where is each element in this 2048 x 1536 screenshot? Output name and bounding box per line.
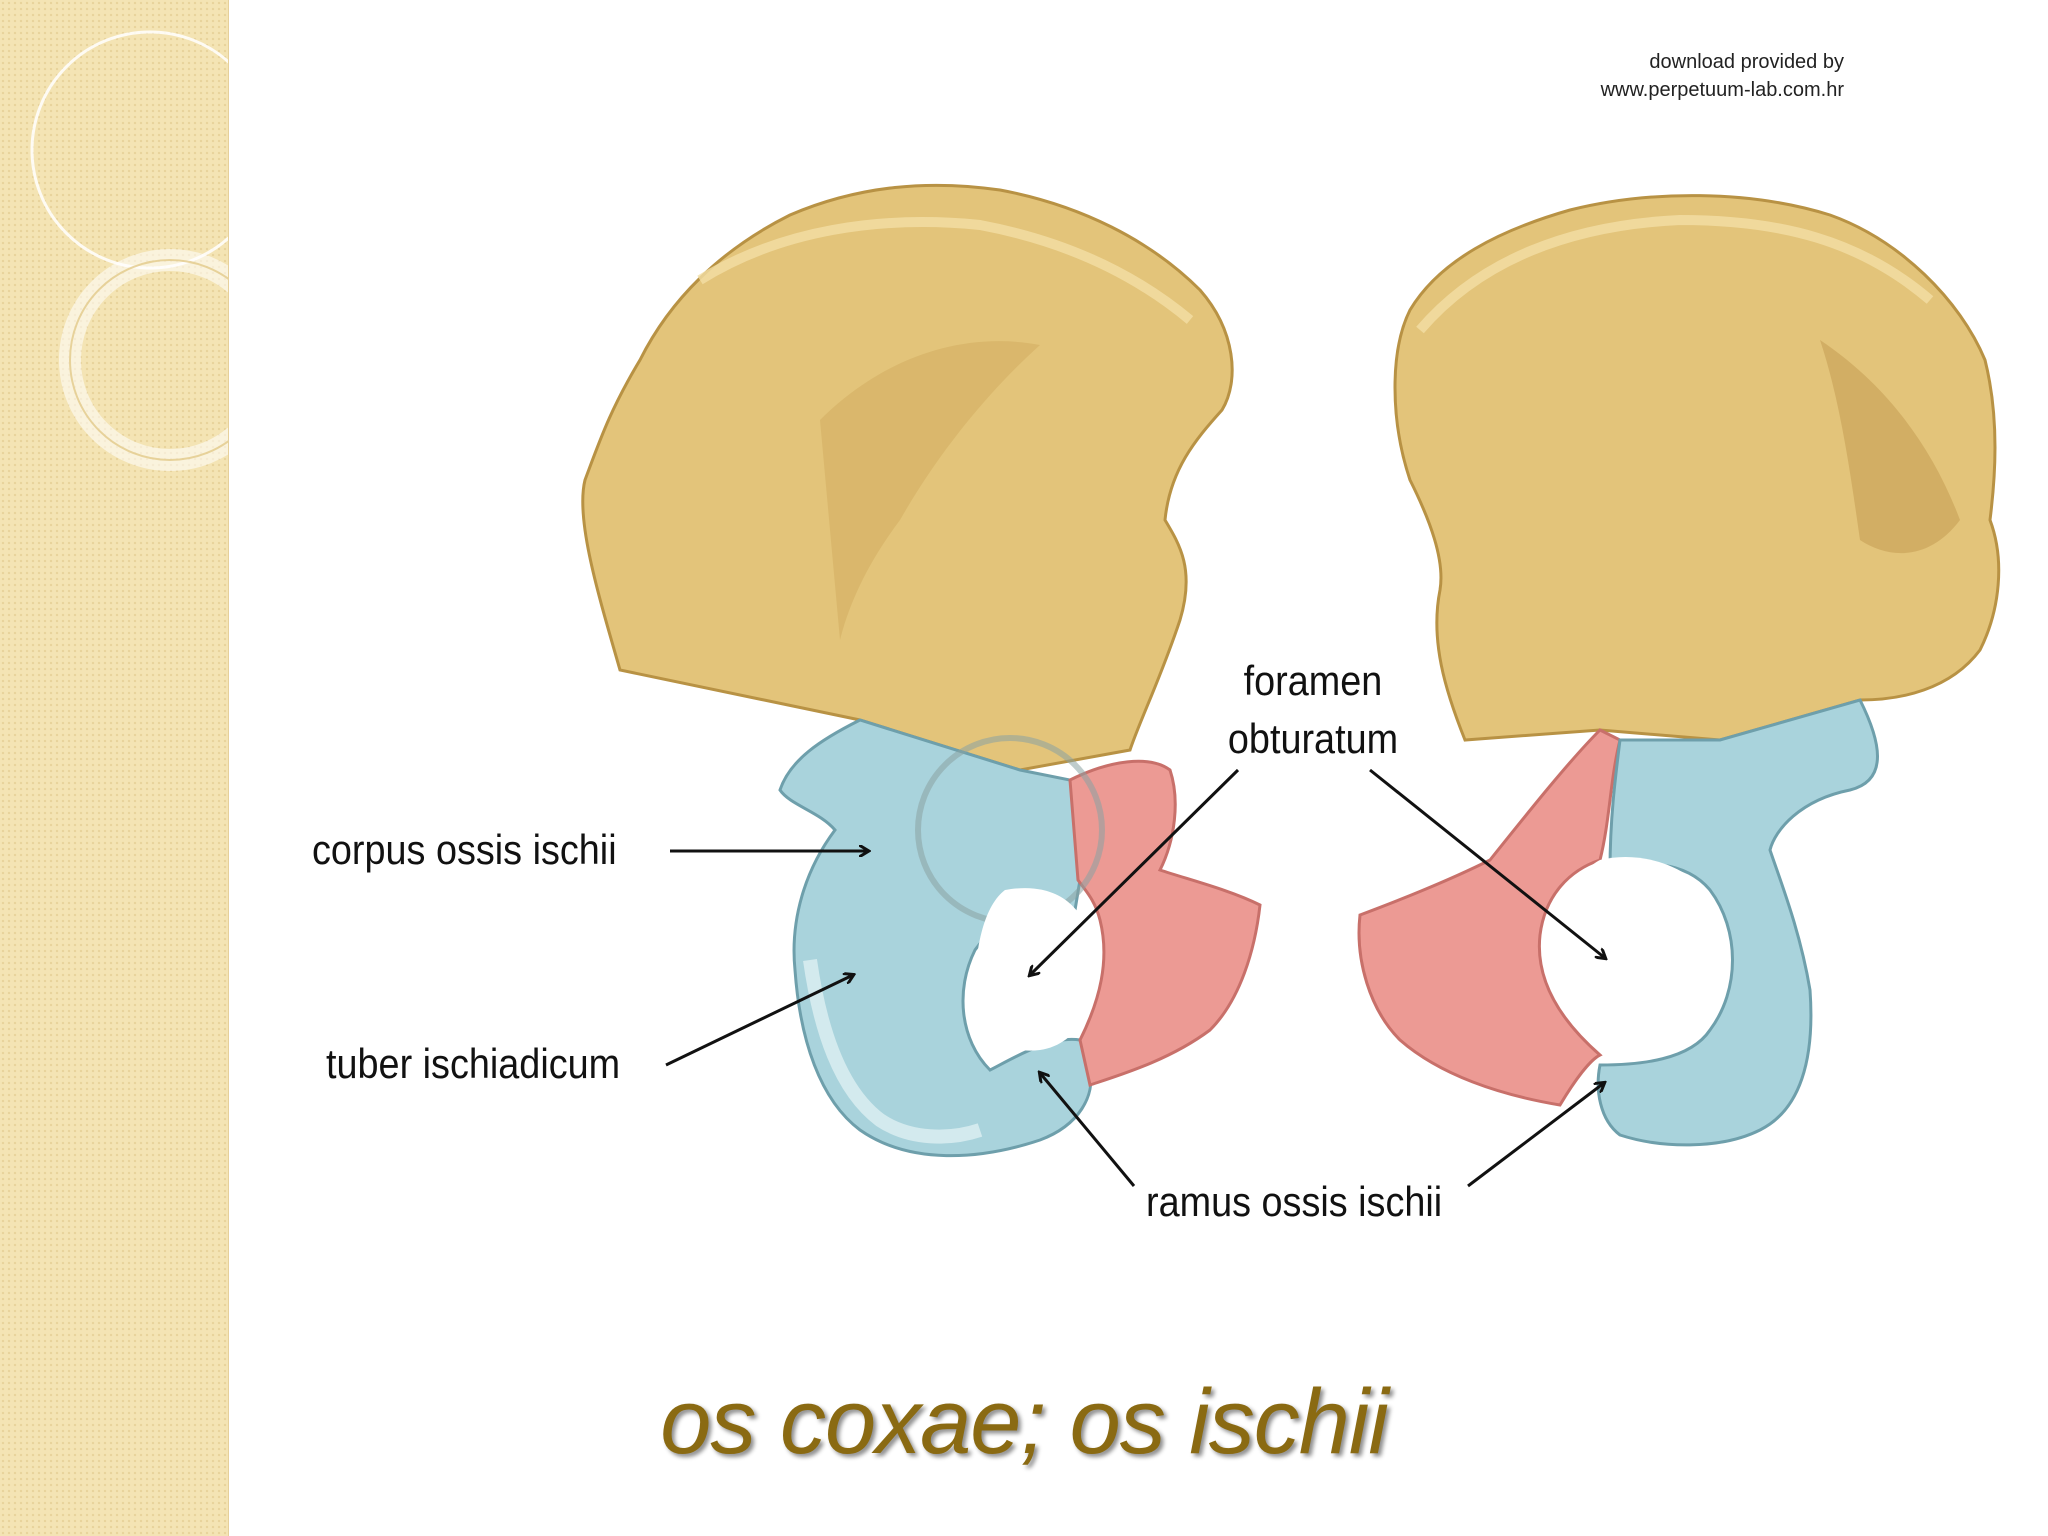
right-ilium [1393, 194, 2001, 742]
label-ramus-ossis-ischii: ramus ossis ischii [1146, 1178, 1443, 1225]
left-ilium-ridge [697, 217, 1194, 324]
right-pubis [1357, 728, 1622, 1107]
right-ilium-shade [1820, 340, 1960, 554]
decorative-side-strip [0, 0, 229, 1536]
decorative-rings [30, 30, 228, 471]
label-foramen-line-1: foramen [1243, 657, 1383, 704]
credit-line-2: www.perpetuum-lab.com.hr [1600, 79, 1844, 101]
left-tuber-texture [803, 959, 983, 1144]
arrow-foramen-right [1369, 768, 1605, 958]
label-foramen-line-2: obturatum [1227, 715, 1399, 762]
annotation-arrows [665, 768, 1605, 1188]
right-foramen-obturatum [1559, 856, 1727, 1057]
label-foramen-obturatum: foramen obturatum [1228, 652, 1399, 768]
arrow-ramus-left [1040, 1073, 1136, 1187]
label-tuber-ischiadicum: tuber ischiadicum [326, 1040, 621, 1087]
label-corpus-ossis-ischii: corpus ossis ischii [312, 826, 617, 873]
decorative-ring-small-edge [69, 259, 228, 461]
credit-line-1: download provided by [1649, 51, 1844, 73]
right-hip-bone [1357, 194, 2001, 1147]
credit-text: download provided by www.perpetuum-lab.c… [1601, 48, 1844, 104]
left-hip-bone [581, 183, 1262, 1158]
slide-title: os coxae; os ischii [660, 1371, 1389, 1473]
arrow-foramen-left [1030, 768, 1240, 975]
left-ilium [581, 183, 1234, 772]
arrow-ramus-right [1467, 1083, 1604, 1188]
left-pubis [1068, 759, 1262, 1087]
arrow-tuber [665, 975, 853, 1067]
right-ischium [1596, 698, 1879, 1147]
right-ilium-ridge [1416, 214, 1934, 334]
left-ilium-shade [820, 341, 1040, 640]
